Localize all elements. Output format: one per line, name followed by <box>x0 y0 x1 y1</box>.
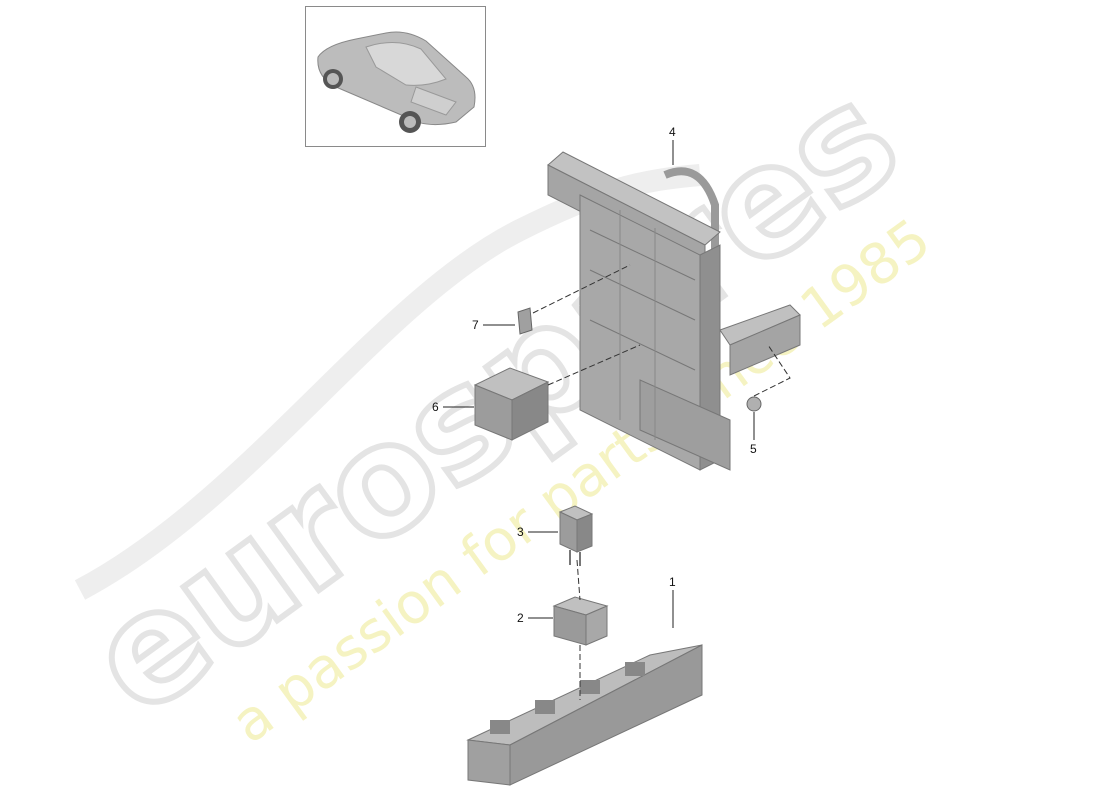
part-6-relay[interactable] <box>473 367 550 441</box>
callout-5: 5 <box>750 442 757 456</box>
part-3-relay[interactable] <box>558 505 594 566</box>
part-4-fuse-box[interactable] <box>547 151 801 471</box>
part-1-base-carrier[interactable] <box>466 644 703 786</box>
part-7-fuse[interactable] <box>517 307 533 335</box>
part-5-nut[interactable] <box>746 396 762 412</box>
callout-7: 7 <box>472 318 479 332</box>
callout-3: 3 <box>517 525 524 539</box>
car-icon <box>317 31 476 133</box>
assembly-lines <box>532 264 791 700</box>
callout-4: 4 <box>669 125 676 139</box>
leader-lines <box>443 140 755 628</box>
part-2-relay[interactable] <box>552 596 609 646</box>
callout-1: 1 <box>669 575 676 589</box>
callout-6: 6 <box>432 400 439 414</box>
callout-2: 2 <box>517 611 524 625</box>
vehicle-thumbnail <box>305 6 486 147</box>
